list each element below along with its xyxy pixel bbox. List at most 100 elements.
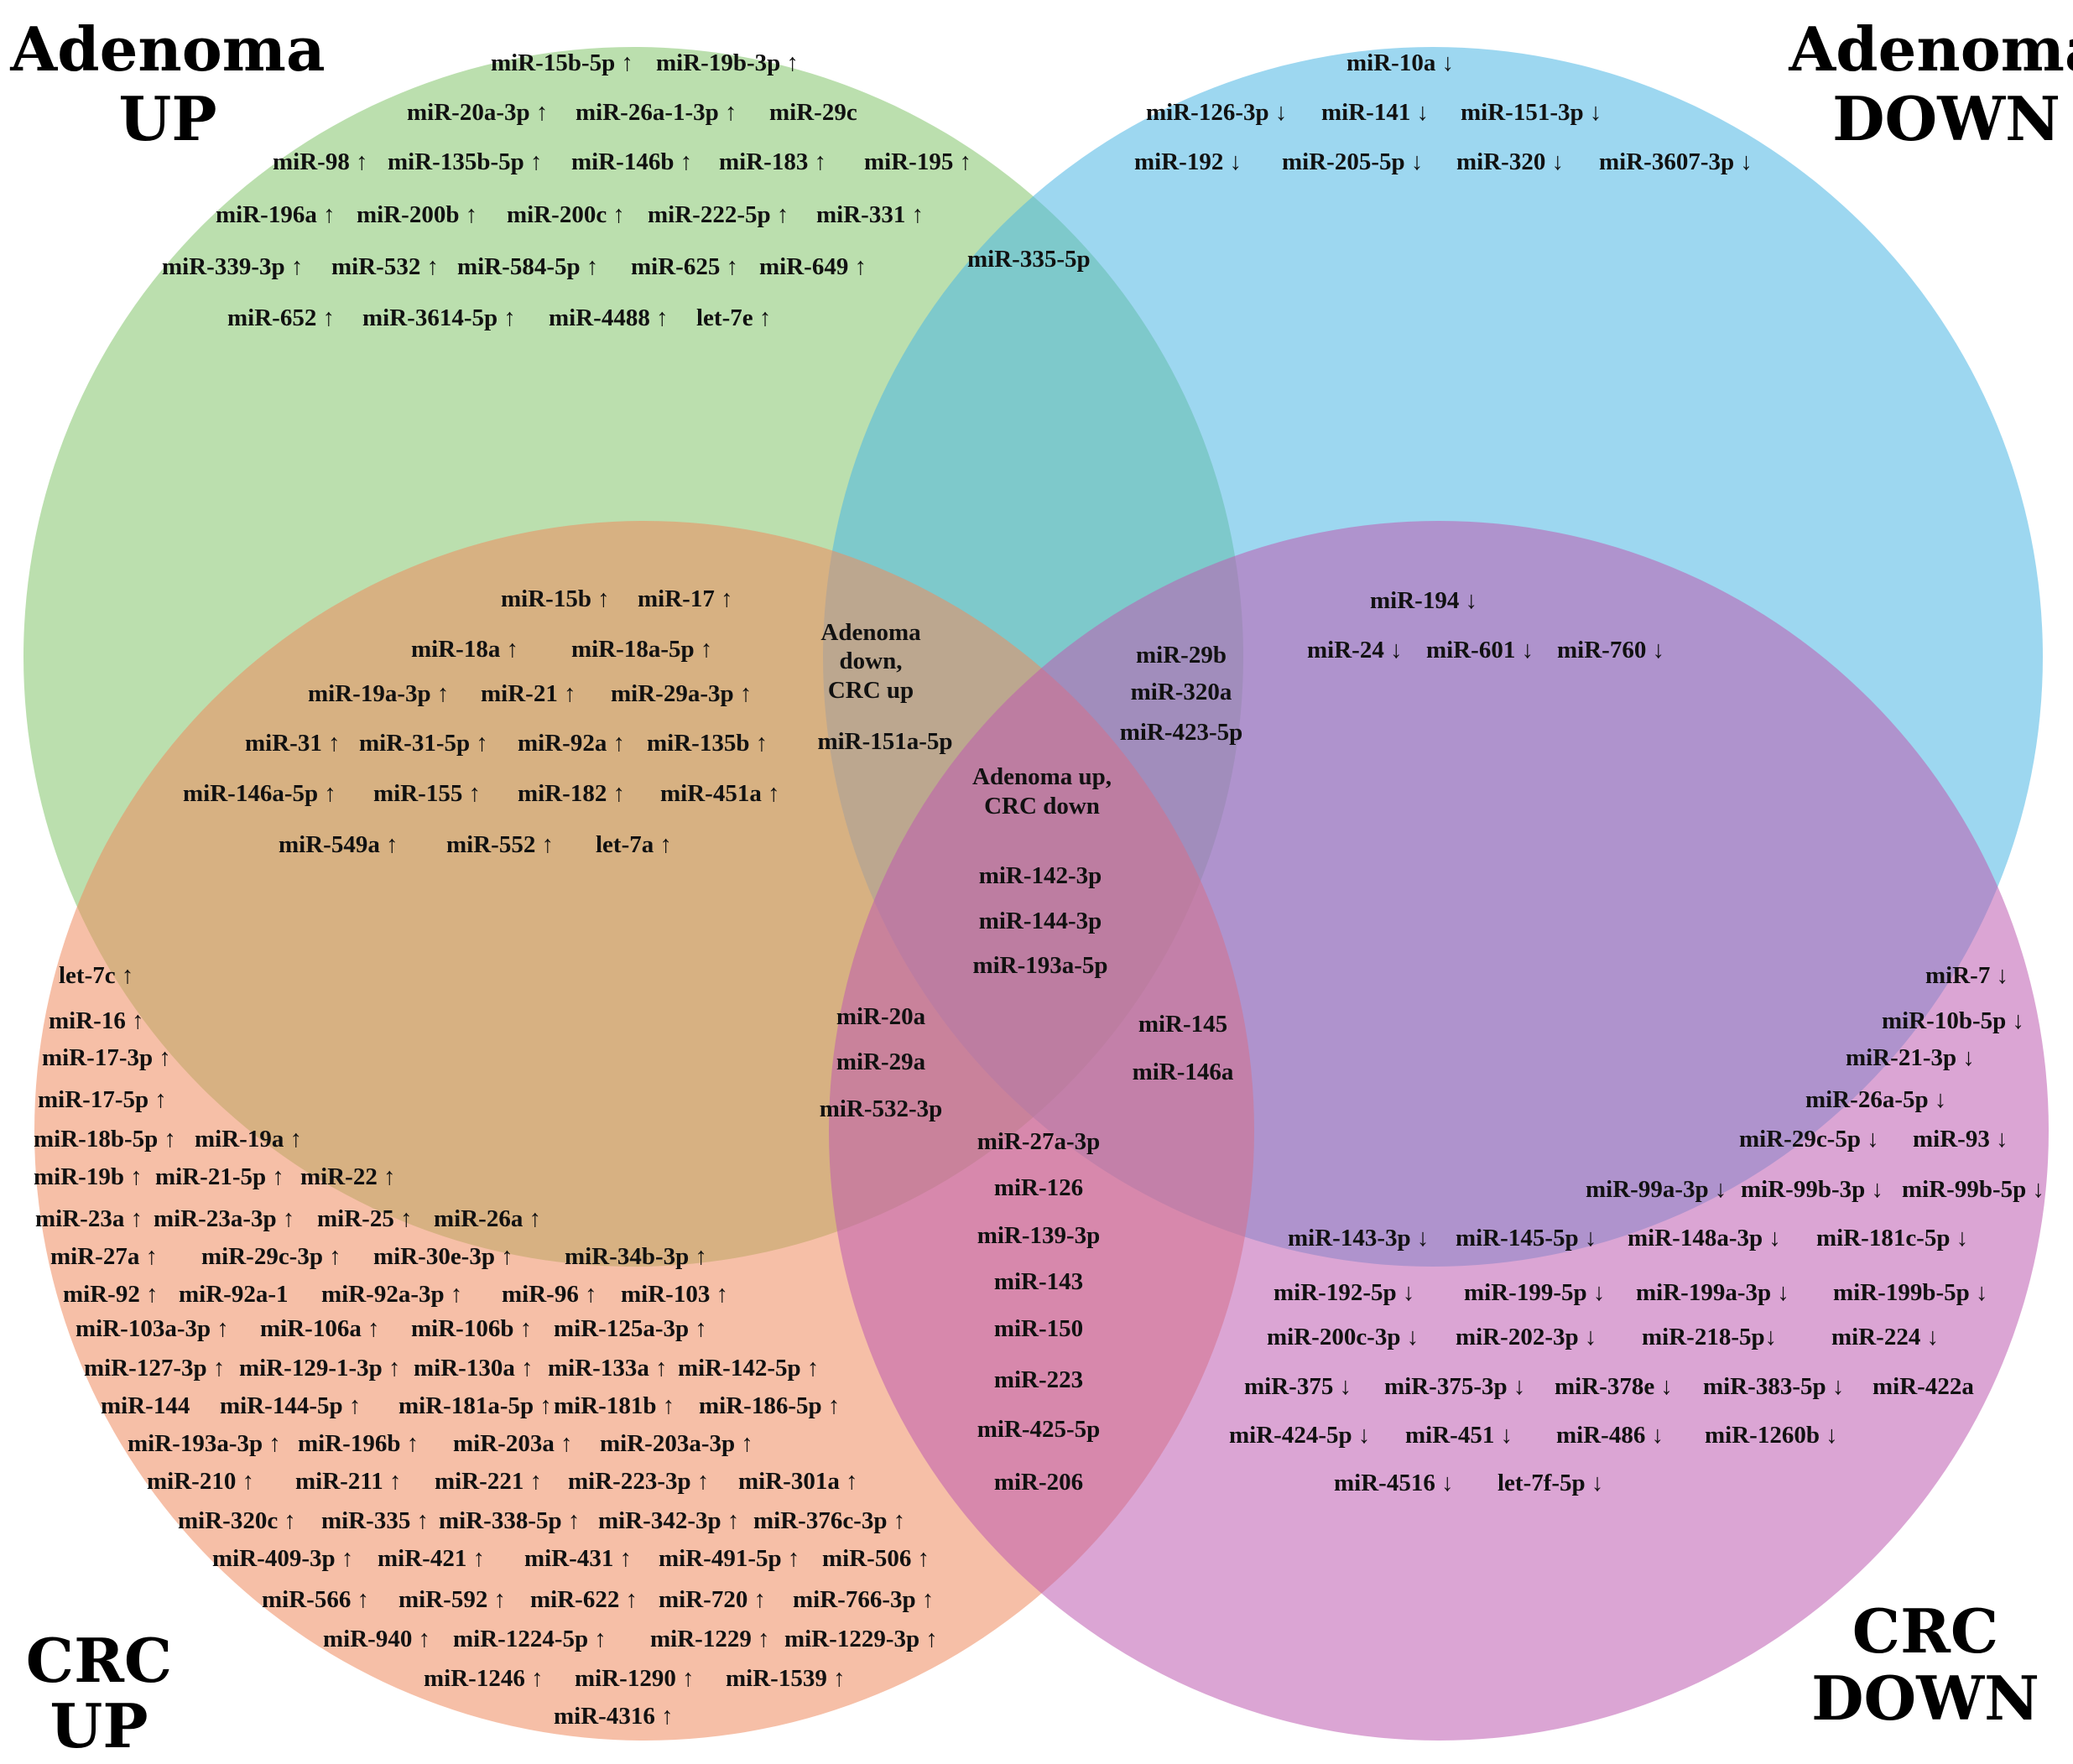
mirna-item: miR-320c ↑ — [178, 1507, 296, 1534]
mirna-item: miR-320a — [1131, 679, 1232, 705]
mirna-item: miR-21-5p ↑ — [155, 1163, 284, 1190]
mirna-item: miR-31 ↑ — [245, 730, 341, 757]
mirna-item: miR-486 ↓ — [1556, 1422, 1664, 1449]
mirna-item: let-7e ↑ — [696, 304, 771, 331]
mirna-item: miR-25 ↑ — [317, 1205, 413, 1232]
mirna-item: miR-1224-5p ↑ — [453, 1626, 607, 1652]
mirna-item: miR-223 — [994, 1366, 1083, 1393]
mirna-item: miR-224 ↓ — [1831, 1324, 1939, 1350]
mirna-item: miR-320 ↓ — [1456, 148, 1564, 175]
mirna-item: miR-1229-3p ↑ — [784, 1626, 938, 1652]
adenoma-down-label-line-1: Adenoma — [1788, 13, 2073, 85]
mirna-item: miR-421 ↑ — [378, 1545, 485, 1572]
mirna-item: miR-99b-3p ↓ — [1741, 1176, 1883, 1203]
mirna-item: miR-1260b ↓ — [1705, 1422, 1838, 1449]
mirna-item: miR-26a ↑ — [434, 1205, 541, 1232]
mirna-item: miR-649 ↑ — [759, 253, 867, 280]
mirna-item: miR-19b-3p ↑ — [656, 49, 799, 76]
mirna-item: miR-1290 ↑ — [575, 1665, 695, 1692]
mirna-item: miR-181c-5p ↓ — [1816, 1225, 1968, 1251]
mirna-item: miR-4488 ↑ — [549, 304, 669, 331]
mirna-item: miR-106b ↑ — [411, 1315, 532, 1342]
mirna-item: miR-144-3p — [979, 908, 1102, 934]
mirna-item: miR-760 ↓ — [1557, 637, 1664, 663]
mirna-item: miR-125a-3p ↑ — [554, 1315, 707, 1342]
mirna-item: miR-652 ↑ — [227, 304, 335, 331]
mirna-item: miR-4516 ↓ — [1334, 1470, 1454, 1496]
mirna-item: miR-144-5p ↑ — [220, 1392, 361, 1419]
mirna-item: miR-183 ↑ — [719, 148, 826, 175]
mirna-item: miR-375-3p ↓ — [1384, 1373, 1525, 1400]
mirna-item: miR-506 ↑ — [822, 1545, 930, 1572]
mirna-item: miR-17 ↑ — [638, 585, 733, 612]
mirna-item: let-7a ↑ — [596, 831, 672, 858]
mirna-item: miR-491-5p ↑ — [659, 1545, 800, 1572]
mirna-item: miR-23a ↑ — [35, 1205, 143, 1232]
mirna-item: miR-424-5p ↓ — [1229, 1422, 1370, 1449]
mirna-item: miR-142-3p — [979, 862, 1102, 889]
mirna-item: miR-20a-3p ↑ — [407, 99, 548, 126]
mirna-item: miR-129-1-3p ↑ — [239, 1355, 401, 1382]
mirna-item: miR-342-3p ↑ — [598, 1507, 739, 1534]
mirna-item: miR-409-3p ↑ — [212, 1545, 353, 1572]
mirna-item: miR-423-5p — [1120, 719, 1243, 746]
mirna-item: miR-27a-3p — [977, 1128, 1101, 1155]
mirna-item: miR-133a ↑ — [548, 1355, 668, 1382]
mirna-item: miR-376c-3p ↑ — [753, 1507, 905, 1534]
mirna-item: miR-182 ↑ — [518, 780, 625, 807]
mirna-item: miR-92a-1 — [179, 1281, 288, 1308]
set-circles — [23, 47, 2049, 1741]
mirna-item: miR-155 ↑ — [373, 780, 481, 807]
mirna-item: miR-98 ↑ — [273, 148, 368, 175]
adenoma-up-label-line-1: Adenoma — [9, 13, 325, 85]
mirna-item: miR-200b ↑ — [357, 201, 477, 228]
mirna-item: miR-93 ↓ — [1913, 1126, 2008, 1153]
crc-up-label-line-2: UP — [50, 1690, 148, 1761]
mirna-item: miR-211 ↑ — [295, 1468, 401, 1495]
mirna-item: miR-34b-3p ↑ — [565, 1243, 707, 1270]
mirna-item: miR-30e-3p ↑ — [373, 1243, 513, 1270]
mirna-item: miR-151-3p ↓ — [1461, 99, 1602, 126]
mirna-item: miR-202-3p ↓ — [1456, 1324, 1596, 1350]
mirna-item: miR-451 ↓ — [1405, 1422, 1513, 1449]
mirna-item: miR-15b-5p ↑ — [491, 49, 633, 76]
mirna-item: miR-130a ↑ — [414, 1355, 534, 1382]
mirna-item: miR-126 — [994, 1174, 1083, 1201]
mirna-item: miR-29a-3p ↑ — [611, 680, 752, 707]
mirna-item: miR-222-5p ↑ — [648, 201, 789, 228]
mirna-item: miR-92a ↑ — [518, 730, 625, 757]
mirna-item: miR-26a-5p ↓ — [1805, 1086, 1946, 1113]
mirna-item: miR-203a ↑ — [453, 1430, 573, 1457]
crc-down-label-line-2: DOWN — [1811, 1663, 2039, 1734]
mirna-item: miR-601 ↓ — [1426, 637, 1534, 663]
mirna-item: miR-24 ↓ — [1307, 637, 1403, 663]
mirna-item: miR-148a-3p ↓ — [1628, 1225, 1781, 1251]
mirna-item: miR-339-3p ↑ — [162, 253, 303, 280]
mirna-item: miR-192-5p ↓ — [1273, 1279, 1414, 1306]
mirna-item: miR-193a-3p ↑ — [128, 1430, 281, 1457]
mirna-item: miR-3614-5p ↑ — [362, 304, 516, 331]
mirna-item: miR-378e ↓ — [1555, 1373, 1673, 1400]
adenoma-up-label-line-2: UP — [119, 83, 217, 154]
mirna-item: miR-29c-3p ↑ — [201, 1243, 341, 1270]
mirna-item: miR-151a-5p — [817, 728, 952, 755]
mirna-items: miR-15b-5p ↑ miR-19b-3p ↑ miR-20a-3p ↑ miR-… — [34, 49, 2044, 1730]
region-title: CRC up — [828, 677, 914, 704]
mirna-item: miR-1229 ↑ — [650, 1626, 770, 1652]
mirna-item: miR-96 ↑ — [502, 1281, 597, 1308]
crc-up-label-line-1: CRC — [26, 1625, 172, 1696]
mirna-item: miR-331 ↑ — [816, 201, 924, 228]
mirna-item: miR-103 ↑ — [621, 1281, 728, 1308]
mirna-item: miR-3607-3p ↓ — [1599, 148, 1753, 175]
mirna-item: miR-135b ↑ — [647, 730, 768, 757]
mirna-item: let-7f-5p ↓ — [1497, 1470, 1603, 1496]
mirna-item: miR-99b-5p ↓ — [1902, 1176, 2044, 1203]
mirna-item: miR-17-5p ↑ — [38, 1086, 167, 1113]
mirna-item: miR-127-3p ↑ — [84, 1355, 225, 1382]
mirna-item: miR-143 — [994, 1268, 1083, 1295]
mirna-item: miR-126-3p ↓ — [1146, 99, 1287, 126]
mirna-item: miR-29a — [836, 1049, 926, 1075]
crc-down-label-line-1: CRC — [1852, 1595, 1998, 1667]
mirna-item: miR-16 ↑ — [49, 1007, 144, 1034]
mirna-item: miR-584-5p ↑ — [457, 253, 598, 280]
